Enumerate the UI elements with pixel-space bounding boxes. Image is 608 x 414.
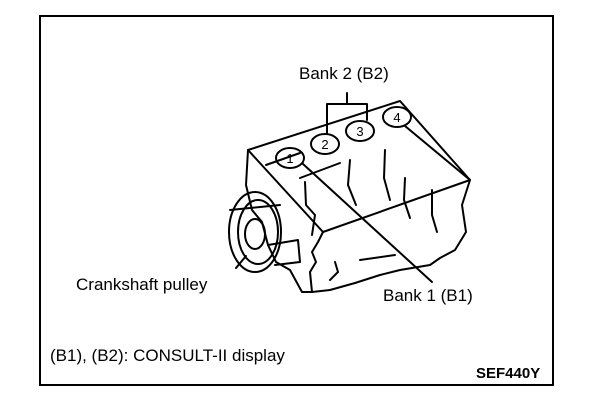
crankshaft-leader	[235, 255, 247, 269]
cylinder-3-label: 3	[356, 124, 363, 139]
engine-block-side	[311, 179, 471, 293]
cylinder-3-marker	[345, 120, 375, 142]
crankshaft-pulley	[228, 191, 282, 273]
crankshaft-pulley-label: Crankshaft pulley	[76, 275, 208, 294]
cylinder-2-marker	[310, 133, 340, 155]
bank1-label: Bank 1 (B1)	[383, 286, 473, 305]
oil-pan	[267, 239, 301, 266]
cylinder-4-label: 4	[393, 110, 400, 125]
bank2-label: Bank 2 (B2)	[299, 64, 389, 83]
figure-frame	[39, 15, 554, 386]
cylinder-4-marker	[382, 106, 412, 128]
engine-block-front	[245, 149, 313, 293]
consult-display-note: (B1), (B2): CONSULT-II display	[50, 346, 285, 365]
figure-code: SEF440Y	[476, 365, 541, 382]
cylinder-1-marker	[275, 147, 305, 169]
cylinder-2-label: 2	[321, 137, 328, 152]
bank1-leader	[302, 163, 433, 283]
cylinder-1-label: 1	[286, 151, 293, 166]
